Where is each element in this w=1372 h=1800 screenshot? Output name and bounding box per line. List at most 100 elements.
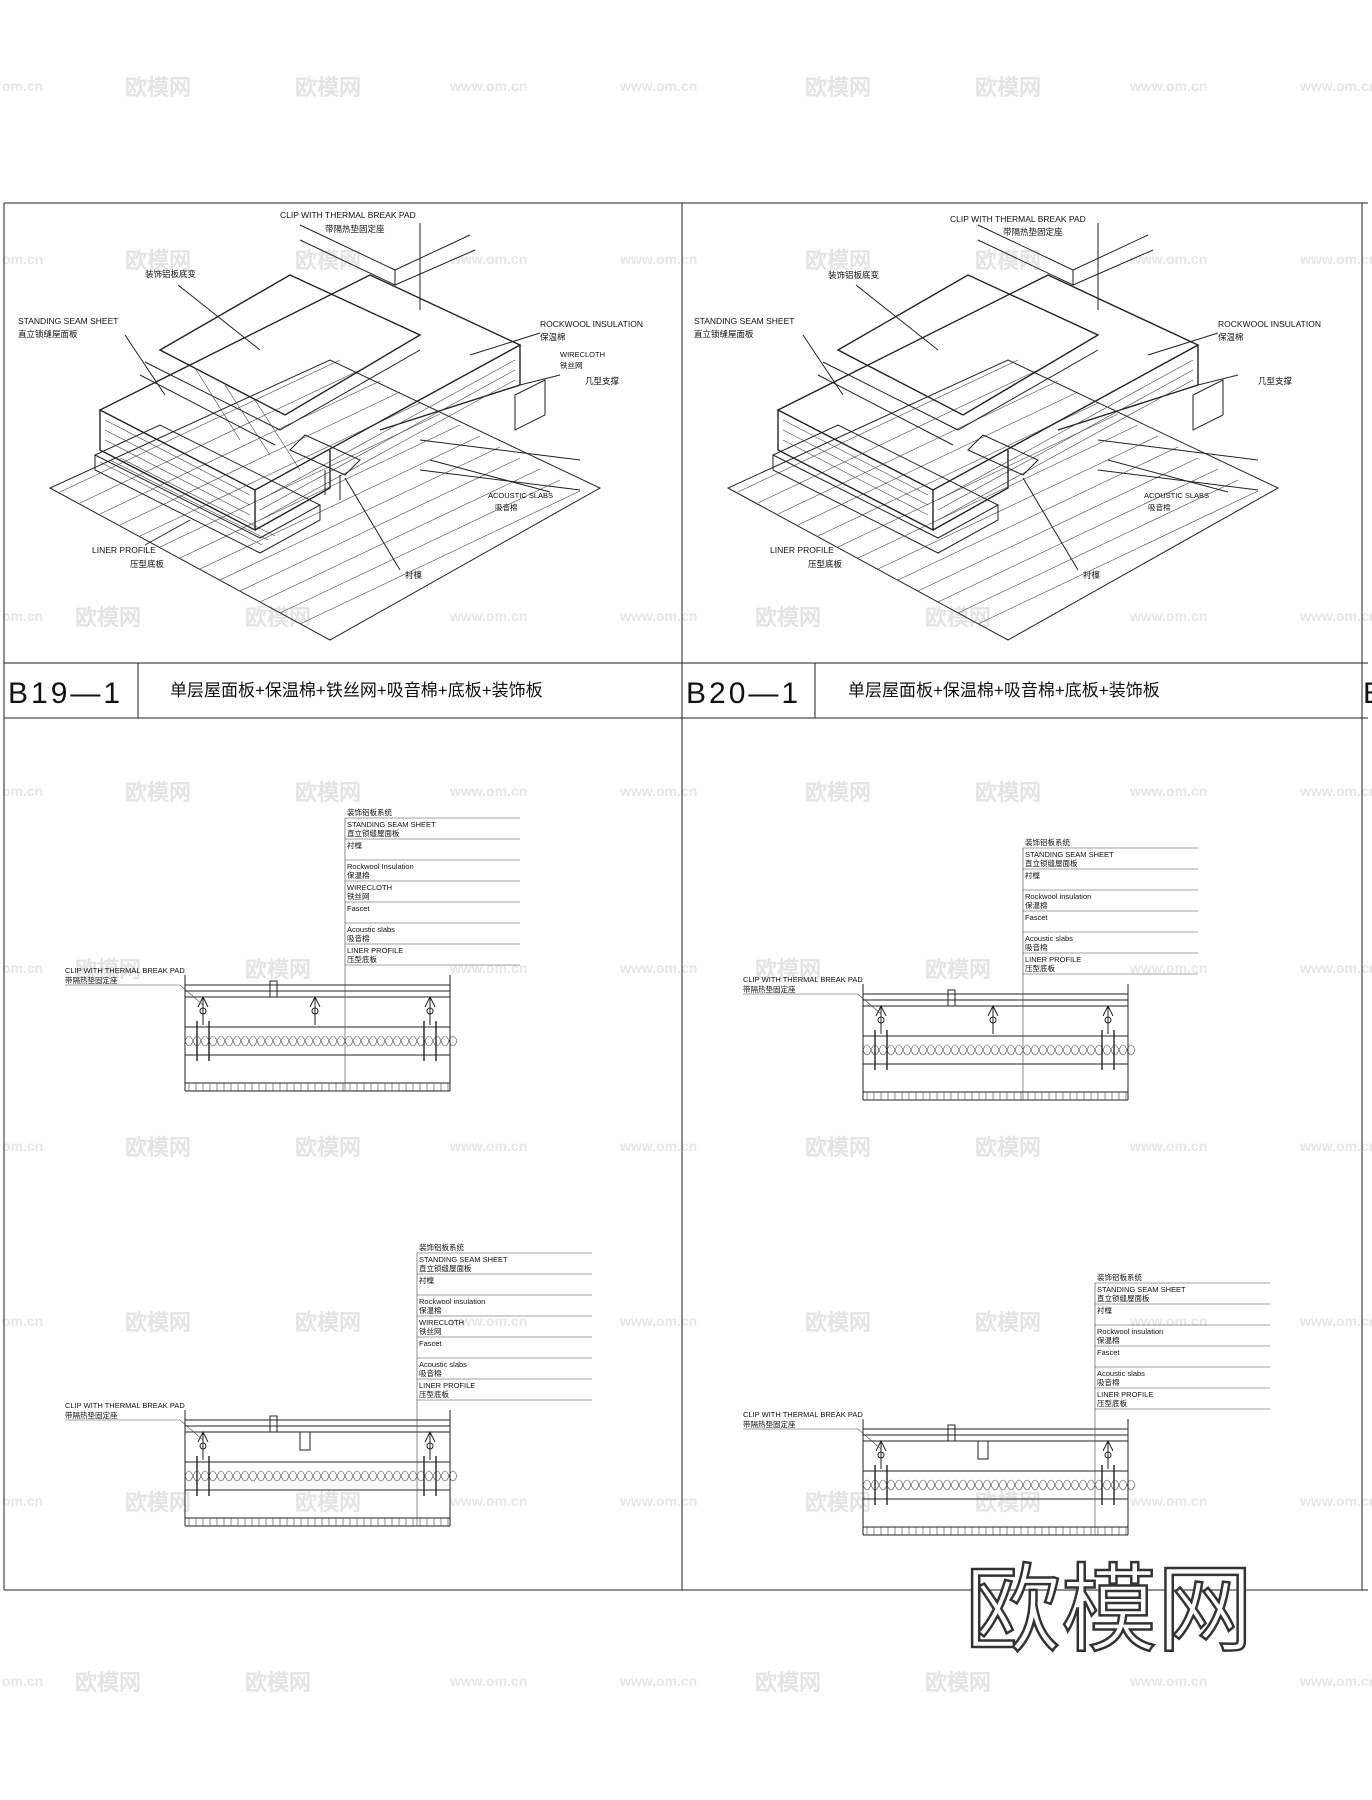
section-layer-en: LINER PROFILE: [1097, 1390, 1153, 1399]
watermark-logo: 欧模网: [125, 1135, 191, 1160]
section-layer-en: Fascet: [347, 904, 370, 913]
section-layer-cn: 保温棉: [1025, 900, 1048, 910]
section-table-head: 装饰铝板系统: [347, 807, 392, 817]
watermark-logo: 欧模网: [925, 957, 991, 982]
section-table-head: 装饰铝板系统: [419, 1242, 464, 1252]
section-layer-en: 衬檁: [1097, 1305, 1113, 1315]
detail-code: B19—1: [8, 677, 123, 710]
label-rock-cn: 保温棉: [540, 332, 566, 342]
watermark-url-edge: om.cn: [2, 1493, 43, 1509]
watermark-logo: 欧模网: [805, 1490, 871, 1515]
watermark-url: www.om.cn: [1129, 960, 1207, 976]
label-rock-en: ROCKWOOL INSULATION: [540, 319, 643, 329]
watermark-url: www.om.cn: [1129, 251, 1207, 267]
brand-watermark: 欧模网: [965, 1557, 1253, 1664]
watermark-logo: 欧模网: [975, 1135, 1041, 1160]
section-layer-cn: 铁丝网: [419, 1326, 442, 1336]
watermark-url: www.om.cn: [1299, 960, 1372, 976]
watermark-logo: 欧模网: [975, 780, 1041, 805]
watermark-url: www.om.cn: [1299, 1673, 1372, 1689]
section-layer-en: WIRECLOTH: [419, 1318, 464, 1327]
section-layer-en: LINER PROFILE: [1025, 955, 1081, 964]
label-rock-cn: 保温棉: [1218, 332, 1244, 342]
section-layer-en: Fascet: [1025, 913, 1048, 922]
label-seam-cn: 直立锁缝屋面板: [18, 329, 78, 339]
watermark-logo: 欧模网: [975, 1310, 1041, 1335]
label-rock-en: ROCKWOOL INSULATION: [1218, 319, 1321, 329]
section-layer-cn: 保温棉: [419, 1305, 442, 1315]
watermark-url-edge: om.cn: [2, 960, 43, 976]
watermark-logo: 欧模网: [975, 75, 1041, 100]
acoustic-slab-layer: [93, 424, 322, 554]
section-layer-cn: 吸音棉: [1025, 942, 1048, 952]
section-layer-en: Rockwool insulation: [419, 1297, 485, 1306]
section-layer-en: Rockwool Insulation: [347, 862, 414, 871]
section-layer-cn: 吸音棉: [1097, 1377, 1120, 1387]
watermark-url: www.om.cn: [449, 1673, 527, 1689]
watermark-logo: 欧模网: [755, 1670, 821, 1695]
detail-title: 单层屋面板+保温棉+吸音棉+底板+装饰板: [848, 681, 1160, 700]
watermark-logo: 欧模网: [295, 1135, 361, 1160]
section-layer-en: STANDING SEAM SHEET: [1025, 850, 1114, 859]
section-clip-label-cn: 带隔热垫固定座: [65, 1410, 118, 1420]
watermark-url-edge: om.cn: [2, 1313, 43, 1329]
label-wire-cn: 铁丝网: [560, 360, 583, 370]
watermark-logo: 欧模网: [755, 957, 821, 982]
section-layer-en: Acoustic slabs: [1025, 934, 1073, 943]
rockwool-insulation-layer: [776, 274, 1200, 532]
watermark-url: www.om.cn: [449, 960, 527, 976]
watermark-logo: 欧模网: [295, 780, 361, 805]
detail-title: 单层屋面板+保温棉+铁丝网+吸音棉+底板+装饰板: [170, 681, 543, 700]
label-acoustic-cn: 吸音棉: [1148, 502, 1171, 512]
watermark-logo: 欧模网: [805, 780, 871, 805]
watermark-url: www.om.cn: [1129, 783, 1207, 799]
watermark-logo: 欧模网: [125, 248, 191, 273]
label-clip-cn: 带隔热垫固定座: [1003, 227, 1063, 237]
section-layer-en: Acoustic slabs: [419, 1360, 467, 1369]
watermark-url: www.om.cn: [1129, 1493, 1207, 1509]
section-layer-en: Rockwool insulation: [1025, 892, 1091, 901]
next-detail-code-edge: B: [1363, 677, 1372, 710]
watermark-url-edge: om.cn: [2, 1673, 43, 1689]
acoustic-slab-layer: [771, 424, 1000, 554]
label-deco-cn: 装饰铝板底变: [828, 270, 880, 280]
leader-lines: [802, 223, 1239, 571]
sheet-frame: [3, 202, 1368, 1591]
label-clip-en: CLIP WITH THERMAL BREAK PAD: [280, 210, 416, 220]
section-clip-label-en: CLIP WITH THERMAL BREAK PAD: [743, 1410, 863, 1419]
liner-profile-deck: [48, 359, 602, 641]
standing-seam-sheet: [817, 274, 1100, 446]
section-layer-en: LINER PROFILE: [419, 1381, 475, 1390]
watermark-url: www.om.cn: [1299, 1138, 1372, 1154]
watermark-url-edge: om.cn: [2, 783, 43, 799]
watermark-url: www.om.cn: [1129, 1673, 1207, 1689]
label-seam-cn: 直立锁缝屋面板: [694, 329, 754, 339]
watermark-logo: 欧模网: [295, 75, 361, 100]
section-clip-label-cn: 带隔热垫固定座: [743, 1419, 796, 1429]
watermark-url-edge: om.cn: [2, 608, 43, 624]
standing-seam-sheet: [139, 274, 422, 471]
watermark-logo: 欧模网: [125, 1490, 191, 1515]
watermark-url: www.om.cn: [619, 1493, 697, 1509]
watermark-url: www.om.cn: [619, 608, 697, 624]
label-liner-en: LINER PROFILE: [92, 545, 156, 555]
section-layer-cn: 压型底板: [1097, 1398, 1127, 1408]
isometric-detail-b19: CLIP WITH THERMAL BREAK PAD 带隔热垫固定座 装饰铝板…: [18, 210, 643, 641]
label-liner-cn: 压型底板: [808, 559, 843, 569]
watermark-url-edge: om.cn: [2, 1138, 43, 1154]
section-clip-label-cn: 带隔热垫固定座: [743, 984, 796, 994]
label-acoustic-en: ACOUSTIC SLABS: [1144, 491, 1209, 500]
section-layer-en: LINER PROFILE: [347, 946, 403, 955]
watermark-logo: 欧模网: [975, 1490, 1041, 1515]
section-layer-cn: 铁丝网: [347, 891, 370, 901]
section-layer-cn: 压型底板: [347, 954, 377, 964]
watermark-url: www.om.cn: [1129, 608, 1207, 624]
section-layer-en: Fascet: [419, 1339, 442, 1348]
watermark-url: www.om.cn: [449, 78, 527, 94]
watermark-url: www.om.cn: [1129, 78, 1207, 94]
